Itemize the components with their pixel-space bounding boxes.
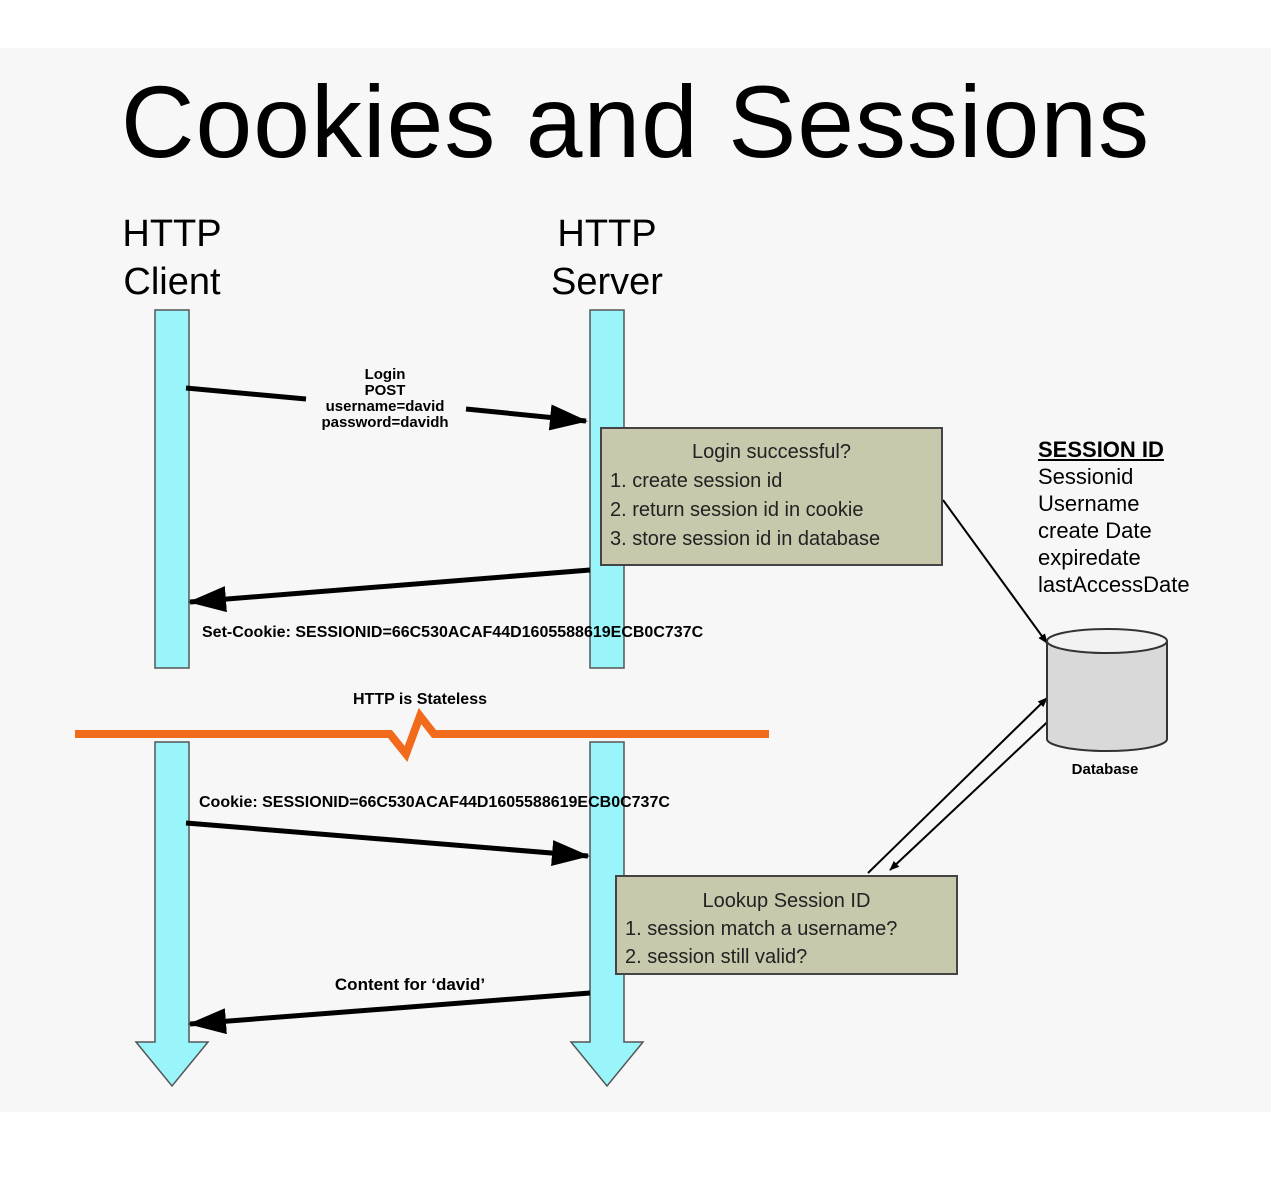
lookup-box-item: 1. session match a username? [625,918,898,940]
login-request-line: username=david [325,398,445,415]
server-lane-title-line2: Server [551,261,663,303]
session-table-field: expiredate [1038,545,1141,570]
lookup-box-heading: Lookup Session ID [702,890,871,912]
login-request-line: POST [364,382,406,399]
login-box-heading: Login successful? [692,441,851,463]
content-label: Content for ‘david’ [334,975,486,994]
lookup-session-box: Lookup Session ID 1. session match a use… [615,875,958,975]
session-table-field: Sessionid [1038,464,1134,489]
set-cookie-arrow [188,567,591,613]
cookie-label: Cookie: SESSIONID=66C530ACAF44D160558861… [199,794,670,811]
login-request-label: Login POST username=david password=david… [305,367,465,431]
set-cookie-label: Set-Cookie: SESSIONID=66C530ACAF44D16055… [202,624,704,641]
login-request-line: Login [364,366,406,383]
client-lane-title-line1: HTTP [122,213,222,255]
lookup-result-arrow [889,711,1059,871]
session-table-field: lastAccessDate [1038,572,1190,597]
session-table-field: create Date [1038,518,1152,543]
login-box-item: 2. return session id in cookie [610,499,864,521]
client-lane-title: HTTP Client [72,210,272,306]
login-success-box: Login successful? 1. create session id 2… [600,427,943,566]
login-box-item: 1. create session id [610,470,783,492]
page-title: Cookies and Sessions [120,65,1151,179]
database-label: Database [1071,761,1139,778]
stateless-divider [75,707,769,763]
login-request-arrow [185,385,588,431]
content-response-arrow [188,990,591,1035]
login-request-line: password=davidh [321,414,449,431]
lookup-query-arrow [867,697,1048,874]
session-table: SESSION ID Sessionid Username create Dat… [1038,436,1190,598]
client-lifeline [134,309,210,1088]
server-lane-title-line1: HTTP [557,213,657,255]
client-lane-title-line2: Client [123,261,221,303]
session-table-header: SESSION ID [1038,437,1164,462]
database-icon [1046,628,1168,752]
login-box-item: 3. store session id in database [610,528,881,550]
cookie-request-arrow [185,820,590,867]
stateless-label: HTTP is Stateless [353,691,487,708]
store-session-arrow [942,499,1048,644]
lookup-box-item: 2. session still valid? [625,946,808,968]
server-lane-title: HTTP Server [507,210,707,306]
session-table-field: Username [1038,491,1140,516]
